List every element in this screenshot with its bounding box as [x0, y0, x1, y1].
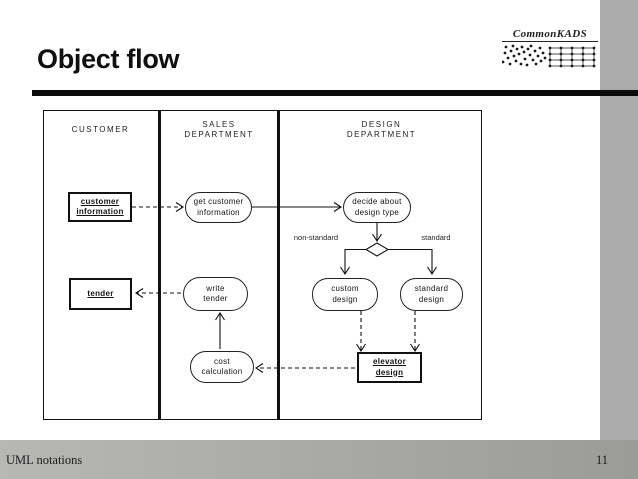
decision-label-non-standard: non-standard — [293, 233, 339, 242]
activity-node-cost-calculation: cost calculation — [190, 351, 254, 383]
activity-node-standard-design: standard design — [400, 278, 463, 311]
commonkads-dots-icon — [502, 44, 596, 68]
page-title: Object flow — [37, 44, 180, 74]
object-node-customer-information: customer information — [68, 192, 132, 222]
footer-text: UML notations — [6, 453, 83, 467]
lane-header-design-department: DESIGN DEPARTMENT — [346, 120, 417, 139]
commonkads-logo-text: CommonKADS — [502, 28, 598, 42]
lane-divider-2 — [277, 110, 280, 420]
lane-header-customer: CUSTOMER — [71, 125, 130, 134]
activity-node-custom-design: custom design — [312, 278, 378, 311]
activity-node-decide-about-design-type: decide about design type — [343, 192, 411, 223]
decision-label-standard: standard — [421, 233, 451, 242]
right-accent-bar — [600, 0, 638, 479]
object-node-elevator-design: elevator design — [357, 352, 422, 383]
lane-header-sales-department: SALES DEPARTMENT — [184, 120, 254, 139]
lane-divider-1 — [158, 110, 161, 420]
activity-node-get-customer-information: get customer information — [185, 192, 252, 223]
page-number: 11 — [595, 453, 608, 467]
footer-bar: UML notations 11 — [0, 440, 638, 479]
title-underline-rule — [32, 90, 638, 96]
object-node-tender: tender — [69, 278, 132, 310]
activity-node-write-tender: write tender — [183, 277, 248, 311]
commonkads-logo: CommonKADS — [502, 28, 598, 70]
